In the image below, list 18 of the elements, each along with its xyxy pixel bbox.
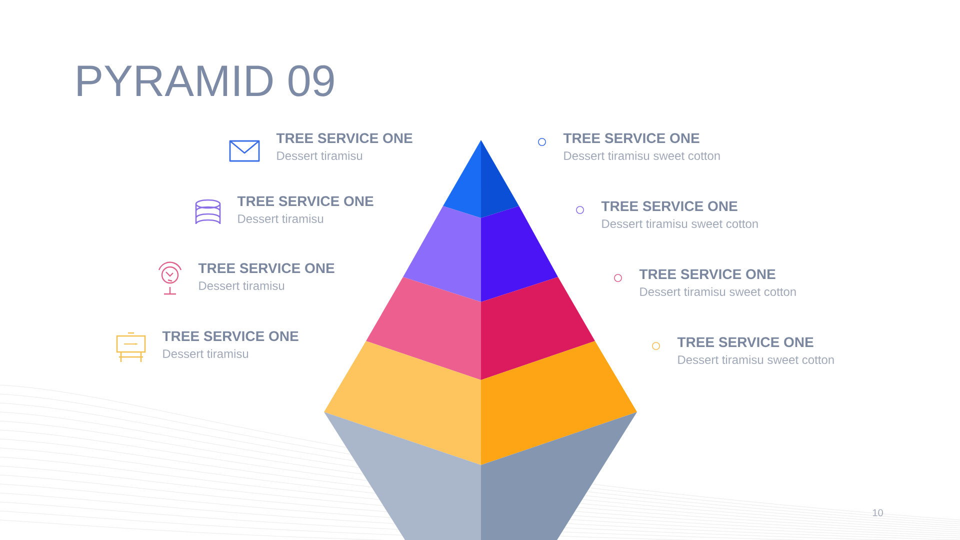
item-description: Dessert tiramisu sweet cotton [564, 151, 720, 160]
item-heading: TREE SERVICE ONE [237, 196, 374, 206]
page-number: 10 [872, 509, 883, 516]
item-heading: TREE SERVICE ONE [276, 133, 412, 144]
item-heading: TREE SERVICE ONE [639, 269, 776, 280]
item-description: Dessert tiramisu sweet cotton [678, 355, 834, 364]
slide-title: PYRAMID 09 [78, 65, 334, 96]
item-description: Dessert tiramisu [238, 214, 324, 223]
item-heading: TREE SERVICE ONE [563, 133, 700, 144]
item-heading: TREE SERVICE ONE [601, 201, 738, 212]
item-description: Dessert tiramisu [277, 151, 362, 160]
item-description: Dessert tiramisu sweet cotton [602, 219, 758, 228]
item-description: Dessert tiramisu [163, 349, 248, 358]
item-heading: TREE SERVICE ONE [162, 331, 298, 342]
item-heading: TREE SERVICE ONE [677, 337, 814, 348]
item-description: Dessert tiramisu [199, 281, 284, 290]
item-description: Dessert tiramisu sweet cotton [640, 287, 796, 296]
item-heading: TREE SERVICE ONE [198, 263, 334, 274]
